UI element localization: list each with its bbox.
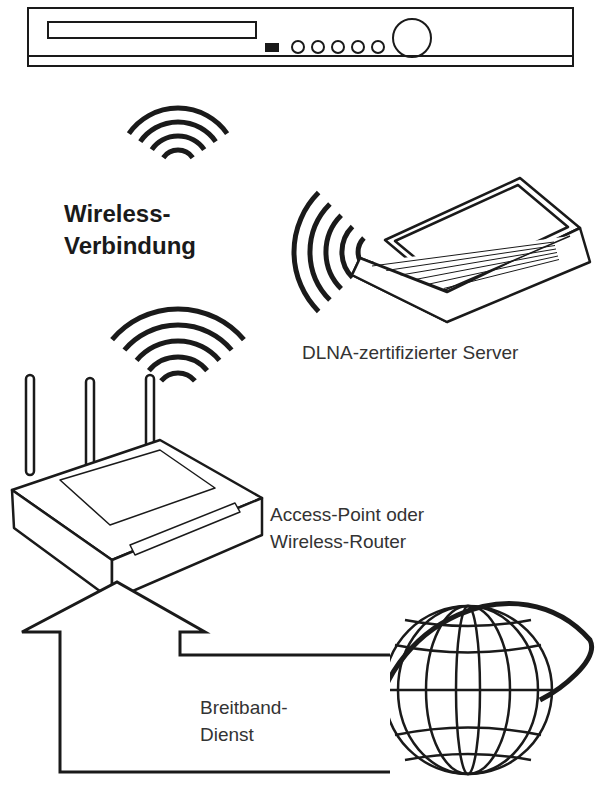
globe [372,604,592,774]
key-row [429,256,558,284]
wave-arc [137,341,220,360]
key-row [415,253,557,280]
wave-arc [163,150,192,158]
wave-arc [326,215,341,289]
laptop [352,178,590,322]
router [12,375,262,600]
wave-arc [161,373,195,381]
wave-arc [152,136,204,150]
key-row [444,260,559,289]
service-label: Breitband- Dienst [200,695,320,748]
router-label: Access-Point oder Wireless-Router [270,502,485,555]
wave-arc [124,325,231,350]
wave-arc [112,309,244,340]
connection-label: Wireless- Verbindung [64,198,239,263]
wave-arc [342,227,353,278]
laptop-keys [372,242,559,289]
broadband-arrow [22,582,390,772]
server-label: DLNA-zertifizierter Server [302,340,597,367]
wave-arc [149,357,207,371]
wave-arc [140,122,215,142]
wave-arc [310,204,330,300]
wave-arc [294,193,319,312]
wave-arc [129,108,227,134]
av-receiver [28,8,573,66]
